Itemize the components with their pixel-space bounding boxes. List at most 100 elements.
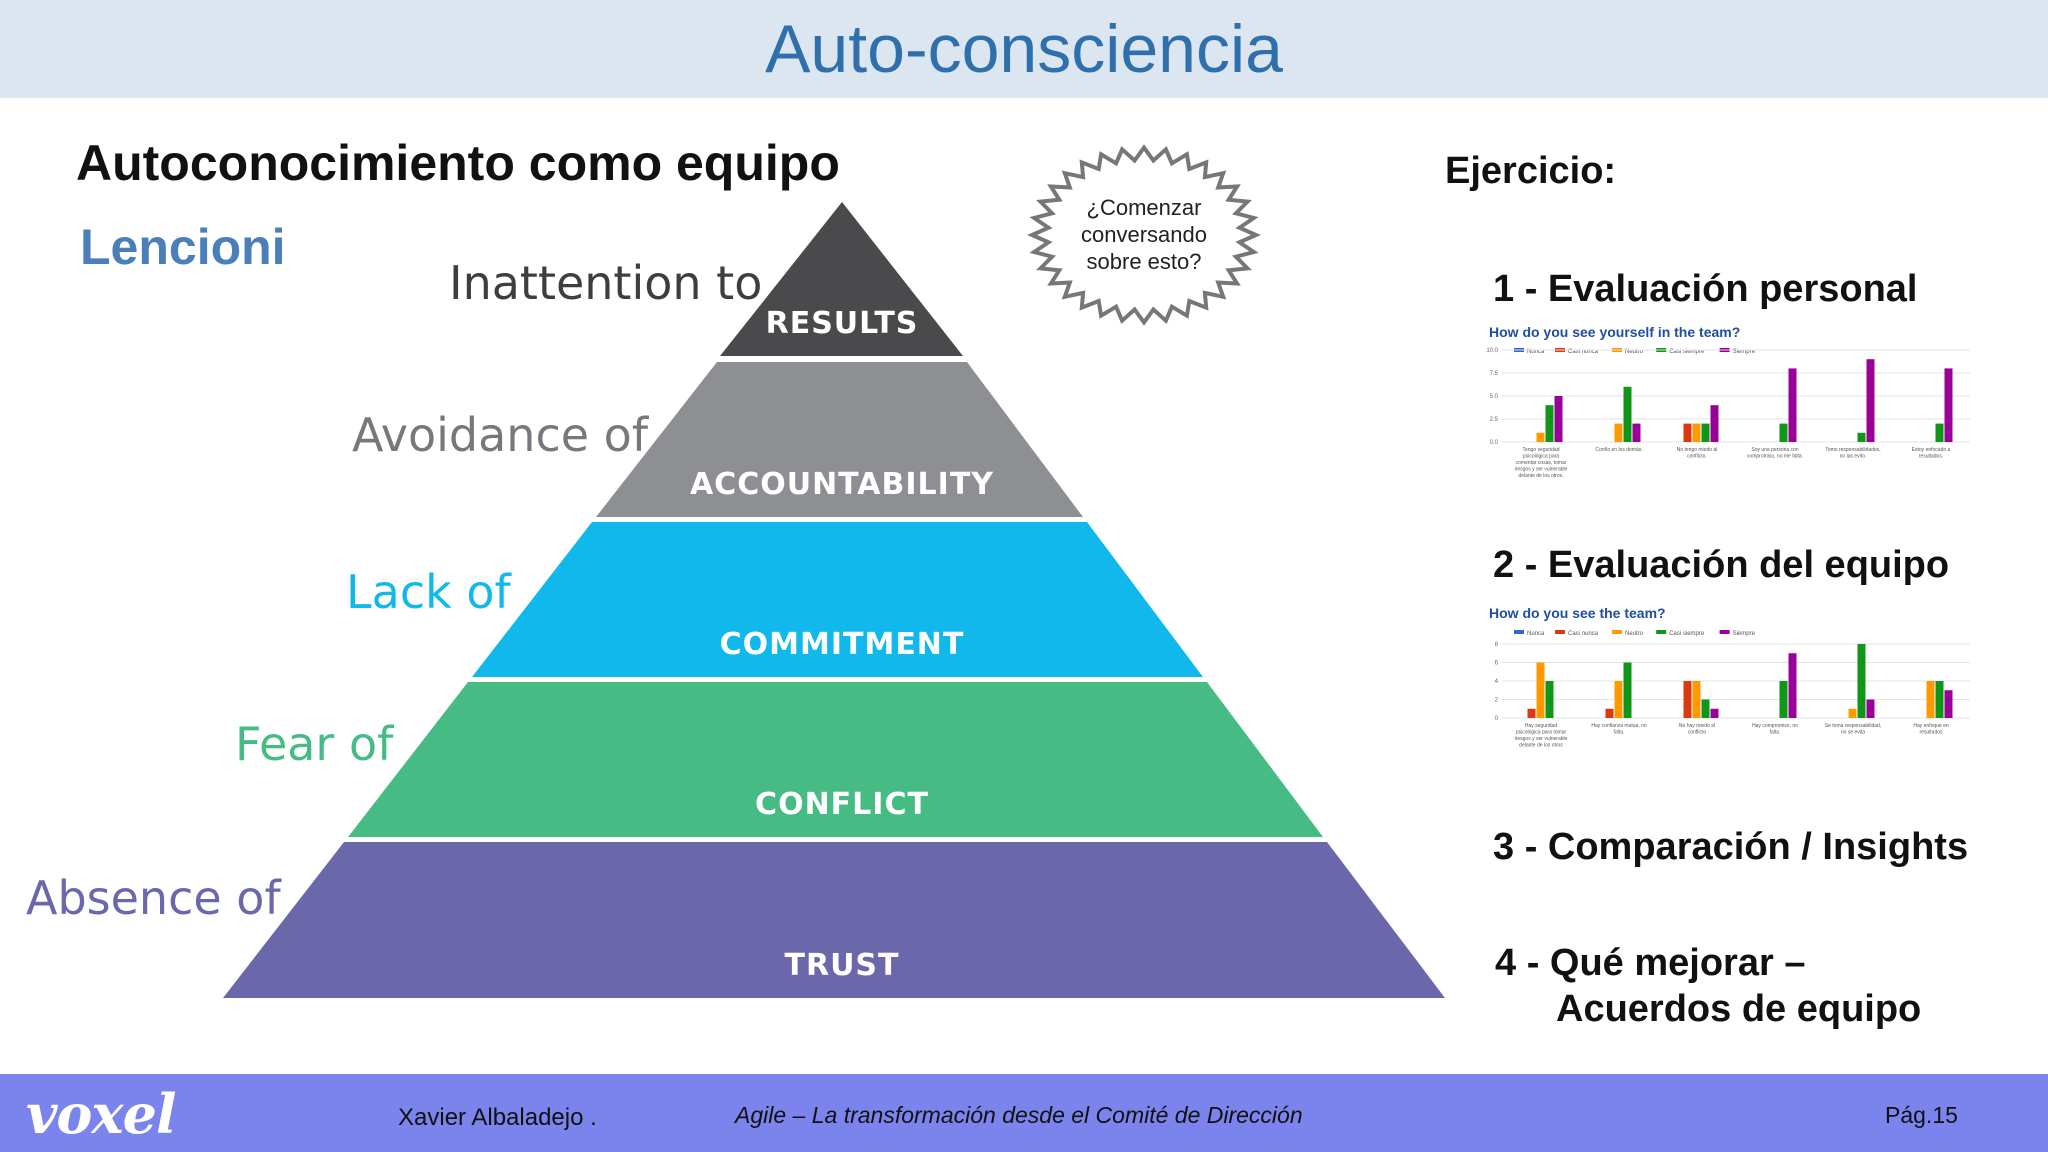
legend-swatch: [1555, 630, 1565, 634]
bar: [1935, 423, 1944, 442]
category-label: no las evito.: [1840, 454, 1867, 460]
level-prefix-accountability: Avoidance of: [352, 408, 650, 462]
y-tick-label: 0: [1495, 716, 1499, 722]
bar: [1866, 699, 1875, 718]
bar: [1935, 681, 1944, 718]
level-prefix-trust: Absence of: [26, 871, 282, 925]
bar: [1605, 708, 1614, 718]
y-tick-label: 7.5: [1490, 371, 1499, 377]
category-label: Hay compromiso, no: [1752, 723, 1798, 729]
level-label-accountability: ACCOUNTABILITY: [690, 467, 994, 502]
bar: [1710, 405, 1719, 442]
pyramid-level-trust: [223, 842, 1445, 998]
category-label: compromiso, no me falta.: [1747, 454, 1803, 460]
pyramid-level-conflict: [348, 682, 1323, 837]
category-label: Tengo seguridad: [1523, 447, 1560, 453]
footer-author: Xavier Albaladejo .: [398, 1104, 597, 1131]
footer-bar: voxel Xavier Albaladejo . Agile – La tra…: [0, 1074, 2048, 1152]
y-tick-label: 4: [1495, 679, 1499, 685]
category-label: psicológica para tomar: [1516, 730, 1567, 736]
category-label: conflicto.: [1687, 454, 1707, 460]
title-bar: Auto-consciencia: [0, 0, 2048, 98]
category-label: conflicto: [1688, 730, 1707, 736]
category-label: resultados.: [1919, 454, 1943, 460]
step-1: 1 - Evaluación personal: [1493, 268, 1918, 310]
step-4-continued: Acuerdos de equipo: [1556, 988, 1922, 1030]
bar: [1692, 423, 1701, 442]
y-tick-label: 10.0: [1486, 348, 1498, 354]
step-3: 3 - Comparación / Insights: [1493, 826, 1969, 868]
page-number: Pág.15: [1885, 1102, 1958, 1128]
exercise-heading: Ejercicio:: [1445, 150, 1617, 192]
bar: [1926, 681, 1935, 718]
level-prefix-results: Inattention to: [449, 256, 762, 310]
bar: [1614, 681, 1623, 718]
pyramid-level-results: [720, 202, 963, 356]
category-label: Estoy enfocado a: [1912, 447, 1951, 453]
bar: [1944, 690, 1953, 718]
legend-label: Siempre: [1733, 631, 1756, 637]
callout-text: ¿Comenzar conversando sobre esto?: [1062, 194, 1226, 275]
bar: [1848, 708, 1857, 718]
step-4: 4 - Qué mejorar –: [1495, 942, 1806, 984]
bar: [1788, 368, 1797, 442]
category-label: Confío en los demás.: [1595, 447, 1642, 453]
category-label: Hay seguridad: [1525, 723, 1557, 729]
legend-swatch: [1514, 630, 1524, 634]
legend-label: Neutro: [1625, 349, 1644, 355]
bar: [1788, 653, 1797, 718]
legend-label: Casi nunca: [1568, 349, 1599, 355]
pyramid-level-accountability: [596, 362, 1083, 517]
category-label: No hay miedo al: [1679, 723, 1715, 729]
bar: [1623, 386, 1632, 442]
category-label: Hay confianza mutua, no: [1591, 723, 1647, 729]
category-label: riesgos y ser vulnerable: [1515, 736, 1568, 742]
bar: [1536, 432, 1545, 442]
bar: [1692, 681, 1701, 718]
footer-course: Agile – La transformación desde el Comit…: [735, 1102, 1303, 1128]
level-label-commitment: COMMITMENT: [720, 627, 965, 662]
chart-1-title: How do you see yourself in the team?: [1489, 324, 1741, 340]
bar: [1779, 423, 1788, 442]
category-label: psicológica para: [1523, 454, 1559, 460]
callout-line-3: sobre esto?: [1086, 249, 1202, 274]
category-label: riesgos y ser vulnerable: [1515, 467, 1568, 473]
category-label: Se toma responsabilidad,: [1825, 723, 1881, 729]
bar: [1632, 423, 1641, 442]
category-label: delante de los otros: [1519, 743, 1563, 749]
legend-swatch: [1719, 630, 1730, 634]
step-2: 2 - Evaluación del equipo: [1493, 544, 1950, 586]
category-label: falta.: [1770, 730, 1781, 736]
y-tick-label: 5.0: [1490, 394, 1499, 400]
category-label: comentar cosas, tomar: [1516, 460, 1567, 466]
bar: [1857, 432, 1866, 442]
legend-label: Neutro: [1625, 631, 1644, 637]
category-label: Hay enfoque en: [1913, 723, 1949, 729]
legend-label: Casi nunca: [1568, 631, 1599, 637]
category-label: Soy una persona con: [1751, 447, 1798, 453]
bar: [1866, 359, 1875, 442]
bar: [1701, 423, 1710, 442]
author-tag: Lencioni: [80, 219, 286, 275]
voxel-logo: voxel: [26, 1082, 176, 1146]
level-prefix-conflict: Fear of: [235, 717, 395, 771]
level-label-trust: TRUST: [785, 948, 900, 983]
chart-2-title: How do you see the team?: [1489, 605, 1666, 621]
level-prefix-commitment: Lack of: [346, 565, 513, 619]
callout-line-1: ¿Comenzar: [1086, 195, 1202, 220]
y-tick-label: 8: [1495, 642, 1499, 648]
level-label-conflict: CONFLICT: [755, 787, 929, 822]
slide-subtitle: Autoconocimiento como equipo: [76, 135, 840, 191]
bar: [1545, 681, 1554, 718]
category-label: Tomo responsabilidades,: [1825, 447, 1880, 453]
y-tick-label: 2.5: [1490, 417, 1499, 423]
bar: [1779, 681, 1788, 718]
y-tick-label: 6: [1495, 661, 1499, 667]
legend-label: Nunca: [1527, 349, 1545, 355]
bar: [1701, 699, 1710, 718]
bar: [1683, 423, 1692, 442]
category-label: falta.: [1614, 730, 1625, 736]
